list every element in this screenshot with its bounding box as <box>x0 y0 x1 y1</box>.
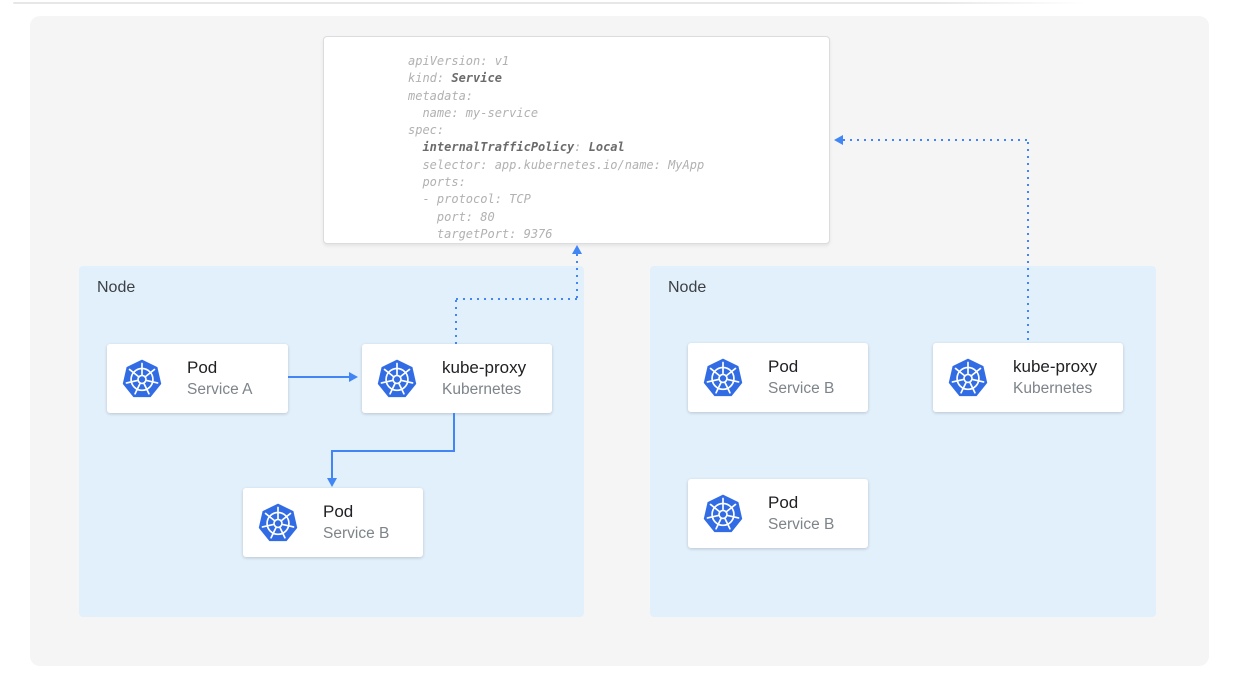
yaml-code-line: apiVersion: v1 <box>408 54 510 68</box>
yaml-code-line: metadata: <box>408 88 474 103</box>
dotted-arrow-left-seg1 <box>455 300 457 344</box>
kubernetes-icon <box>702 356 744 400</box>
arrow-kube-proxy-to-pod-b-head <box>327 478 337 487</box>
dotted-arrow-left-seg2 <box>456 298 577 300</box>
yaml-code-line: port: 80 <box>408 209 495 224</box>
yaml-code: apiVersion: v1 kind: Service metadata: nam… <box>408 53 817 243</box>
card-pod-service-b-right-1: Pod Service B <box>688 343 868 412</box>
arrow-kube-proxy-to-pod-b-seg1 <box>453 413 455 452</box>
card-title: kube-proxy <box>442 358 527 377</box>
yaml-code-line: internalTrafficPolicy: Local <box>422 140 625 155</box>
card-pod-service-b-right-2: Pod Service B <box>688 479 868 548</box>
card-subtitle: Kubernetes <box>442 381 522 398</box>
service-yaml-card: apiVersion: v1 kind: Service metadata: nam… <box>323 36 830 244</box>
kubernetes-icon <box>376 357 418 401</box>
node-label: Node <box>97 279 136 296</box>
diagram-panel: Node Node apiVersion: v1 kind: Service met… <box>30 16 1209 666</box>
card-pod-service-a: Pod Service A <box>107 344 288 413</box>
card-title: Pod <box>323 502 354 521</box>
card-kube-proxy-right: kube-proxy Kubernetes <box>933 343 1123 412</box>
yaml-code-line: name: my-service <box>408 105 539 120</box>
top-divider <box>13 2 1085 4</box>
yaml-code-line: selector: app.kubernetes.io/name: MyApp <box>408 157 705 172</box>
card-title: Pod <box>187 358 218 377</box>
card-kube-proxy-left: kube-proxy Kubernetes <box>362 344 552 413</box>
card-title: kube-proxy <box>1013 357 1098 376</box>
kubernetes-icon <box>947 356 989 400</box>
arrow-pod-a-to-kube-proxy-head <box>349 372 358 382</box>
kubernetes-icon <box>257 501 299 545</box>
dotted-arrow-left-seg3 <box>576 254 578 299</box>
card-pod-service-b-left: Pod Service B <box>243 488 423 557</box>
card-subtitle: Service B <box>768 516 835 533</box>
kubernetes-icon <box>121 357 163 401</box>
card-subtitle: Service B <box>323 525 390 542</box>
yaml-code-line: ports: <box>408 175 466 190</box>
arrow-kube-proxy-to-pod-b-seg3 <box>331 450 333 479</box>
card-subtitle: Service A <box>187 381 253 398</box>
card-subtitle: Kubernetes <box>1013 380 1093 397</box>
node-label: Node <box>668 279 707 296</box>
yaml-code-line: - protocol: TCP <box>408 192 531 207</box>
dotted-arrow-left-head <box>572 245 582 254</box>
node-left: Node <box>79 266 584 617</box>
arrow-kube-proxy-to-pod-b-seg2 <box>331 450 455 452</box>
yaml-code-line: spec: <box>408 123 445 138</box>
yaml-code-line: targetPort: 9376 <box>408 226 553 241</box>
dotted-arrow-right-seg1 <box>1027 142 1029 343</box>
card-title: Pod <box>768 357 799 376</box>
arrow-pod-a-to-kube-proxy-line <box>288 376 350 378</box>
yaml-code-line: kind: Service <box>408 71 502 86</box>
dotted-arrow-right-seg2 <box>843 139 1028 141</box>
dotted-arrow-right-head <box>834 135 843 145</box>
kubernetes-icon <box>702 492 744 536</box>
node-right: Node <box>650 266 1156 617</box>
card-subtitle: Service B <box>768 380 835 397</box>
card-title: Pod <box>768 493 799 512</box>
